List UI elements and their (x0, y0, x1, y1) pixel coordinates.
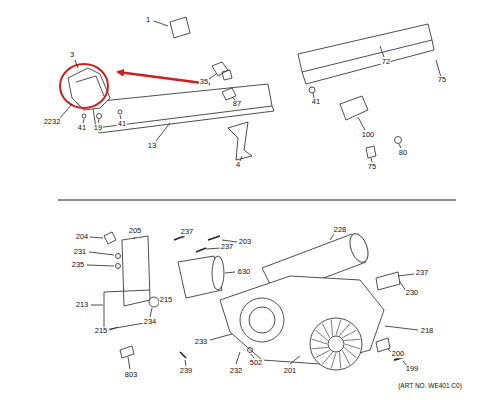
callout-number: 201 (283, 367, 298, 375)
knob (395, 137, 402, 144)
callout-number: 4 (235, 161, 241, 169)
callout-number: 239 (179, 367, 194, 375)
callout-number: 233 (194, 338, 209, 346)
fin-stroke (311, 347, 327, 348)
fin-stroke (331, 319, 332, 335)
callout-number: 215 (159, 296, 174, 304)
callout-number: 87 (232, 100, 242, 108)
fin-stroke (345, 344, 361, 349)
screw (366, 146, 376, 158)
control-panel (92, 84, 272, 128)
callout-number: 237 (415, 269, 430, 277)
pointer-arrow (118, 72, 210, 84)
fan-fins (311, 319, 360, 368)
callout-number: 215 (94, 327, 109, 335)
knob-clip (309, 87, 315, 93)
clip (376, 338, 390, 352)
fin-stroke (342, 330, 356, 337)
callout-number: 231 (73, 248, 88, 256)
screw (180, 352, 186, 358)
callout-number: 80 (398, 149, 408, 157)
callout-number: 234 (143, 318, 158, 326)
callout-number: 218 (420, 327, 435, 335)
clip (120, 346, 134, 358)
highlight-ring (60, 64, 108, 108)
clip (222, 88, 236, 100)
thermostat (376, 272, 400, 290)
callout-number: 41 (117, 120, 127, 128)
fin-stroke (342, 350, 349, 364)
callout-number: 19 (93, 124, 103, 132)
fin-stroke (339, 352, 340, 368)
callout-number: 237 (220, 243, 235, 251)
fin-stroke (315, 330, 327, 341)
screws (174, 236, 220, 252)
callout-number: 41 (77, 124, 87, 132)
callout-number: 35 (199, 78, 209, 86)
callout-number: 75 (437, 76, 447, 84)
callout-number: 630 (237, 268, 252, 276)
callout-number: 232 (229, 367, 244, 375)
fin-stroke (336, 319, 341, 335)
callout-number: 100 (361, 131, 376, 139)
fin-stroke (339, 323, 350, 335)
callout-number: 41 (311, 98, 321, 106)
blower-wheel (310, 318, 362, 370)
idler-pulley (149, 297, 159, 307)
fin-stroke (331, 353, 336, 369)
bracket (228, 122, 252, 160)
fin-stroke (315, 350, 329, 357)
fin-stroke (344, 339, 360, 340)
fin-stroke (322, 352, 333, 364)
callout-number: 230 (405, 289, 420, 297)
fin-stroke (322, 323, 329, 337)
switch (212, 62, 232, 80)
callout-number: 3 (69, 51, 75, 59)
art-number: (ART NO. WE401 C0) (397, 383, 463, 390)
callout-number: 203 (238, 238, 253, 246)
callout-number: 213 (75, 301, 90, 309)
switch (340, 96, 368, 120)
callout-number: 2232 (43, 118, 62, 126)
label-plate (170, 17, 190, 38)
screw (436, 60, 440, 74)
callout-number: 205 (128, 227, 143, 235)
callout-number: 228 (333, 226, 348, 234)
clip (104, 232, 116, 244)
callout-number: 1 (145, 16, 151, 24)
callout-number: 72 (381, 58, 391, 66)
fin-stroke (344, 347, 356, 358)
callout-number: 75 (367, 163, 377, 171)
callout-number: 204 (75, 233, 90, 241)
nut (248, 348, 253, 353)
callout-number: 502 (249, 359, 264, 367)
motor-bracket (122, 236, 150, 306)
callout-number: 237 (180, 228, 195, 236)
fin-stroke (311, 339, 327, 344)
callout-number: 803 (124, 371, 139, 379)
callout-number: 13 (147, 142, 157, 150)
callout-number: 235 (71, 261, 86, 269)
rear-panel (298, 24, 432, 72)
callout-number: 200 (391, 350, 406, 358)
callout-number: 199 (405, 365, 420, 373)
